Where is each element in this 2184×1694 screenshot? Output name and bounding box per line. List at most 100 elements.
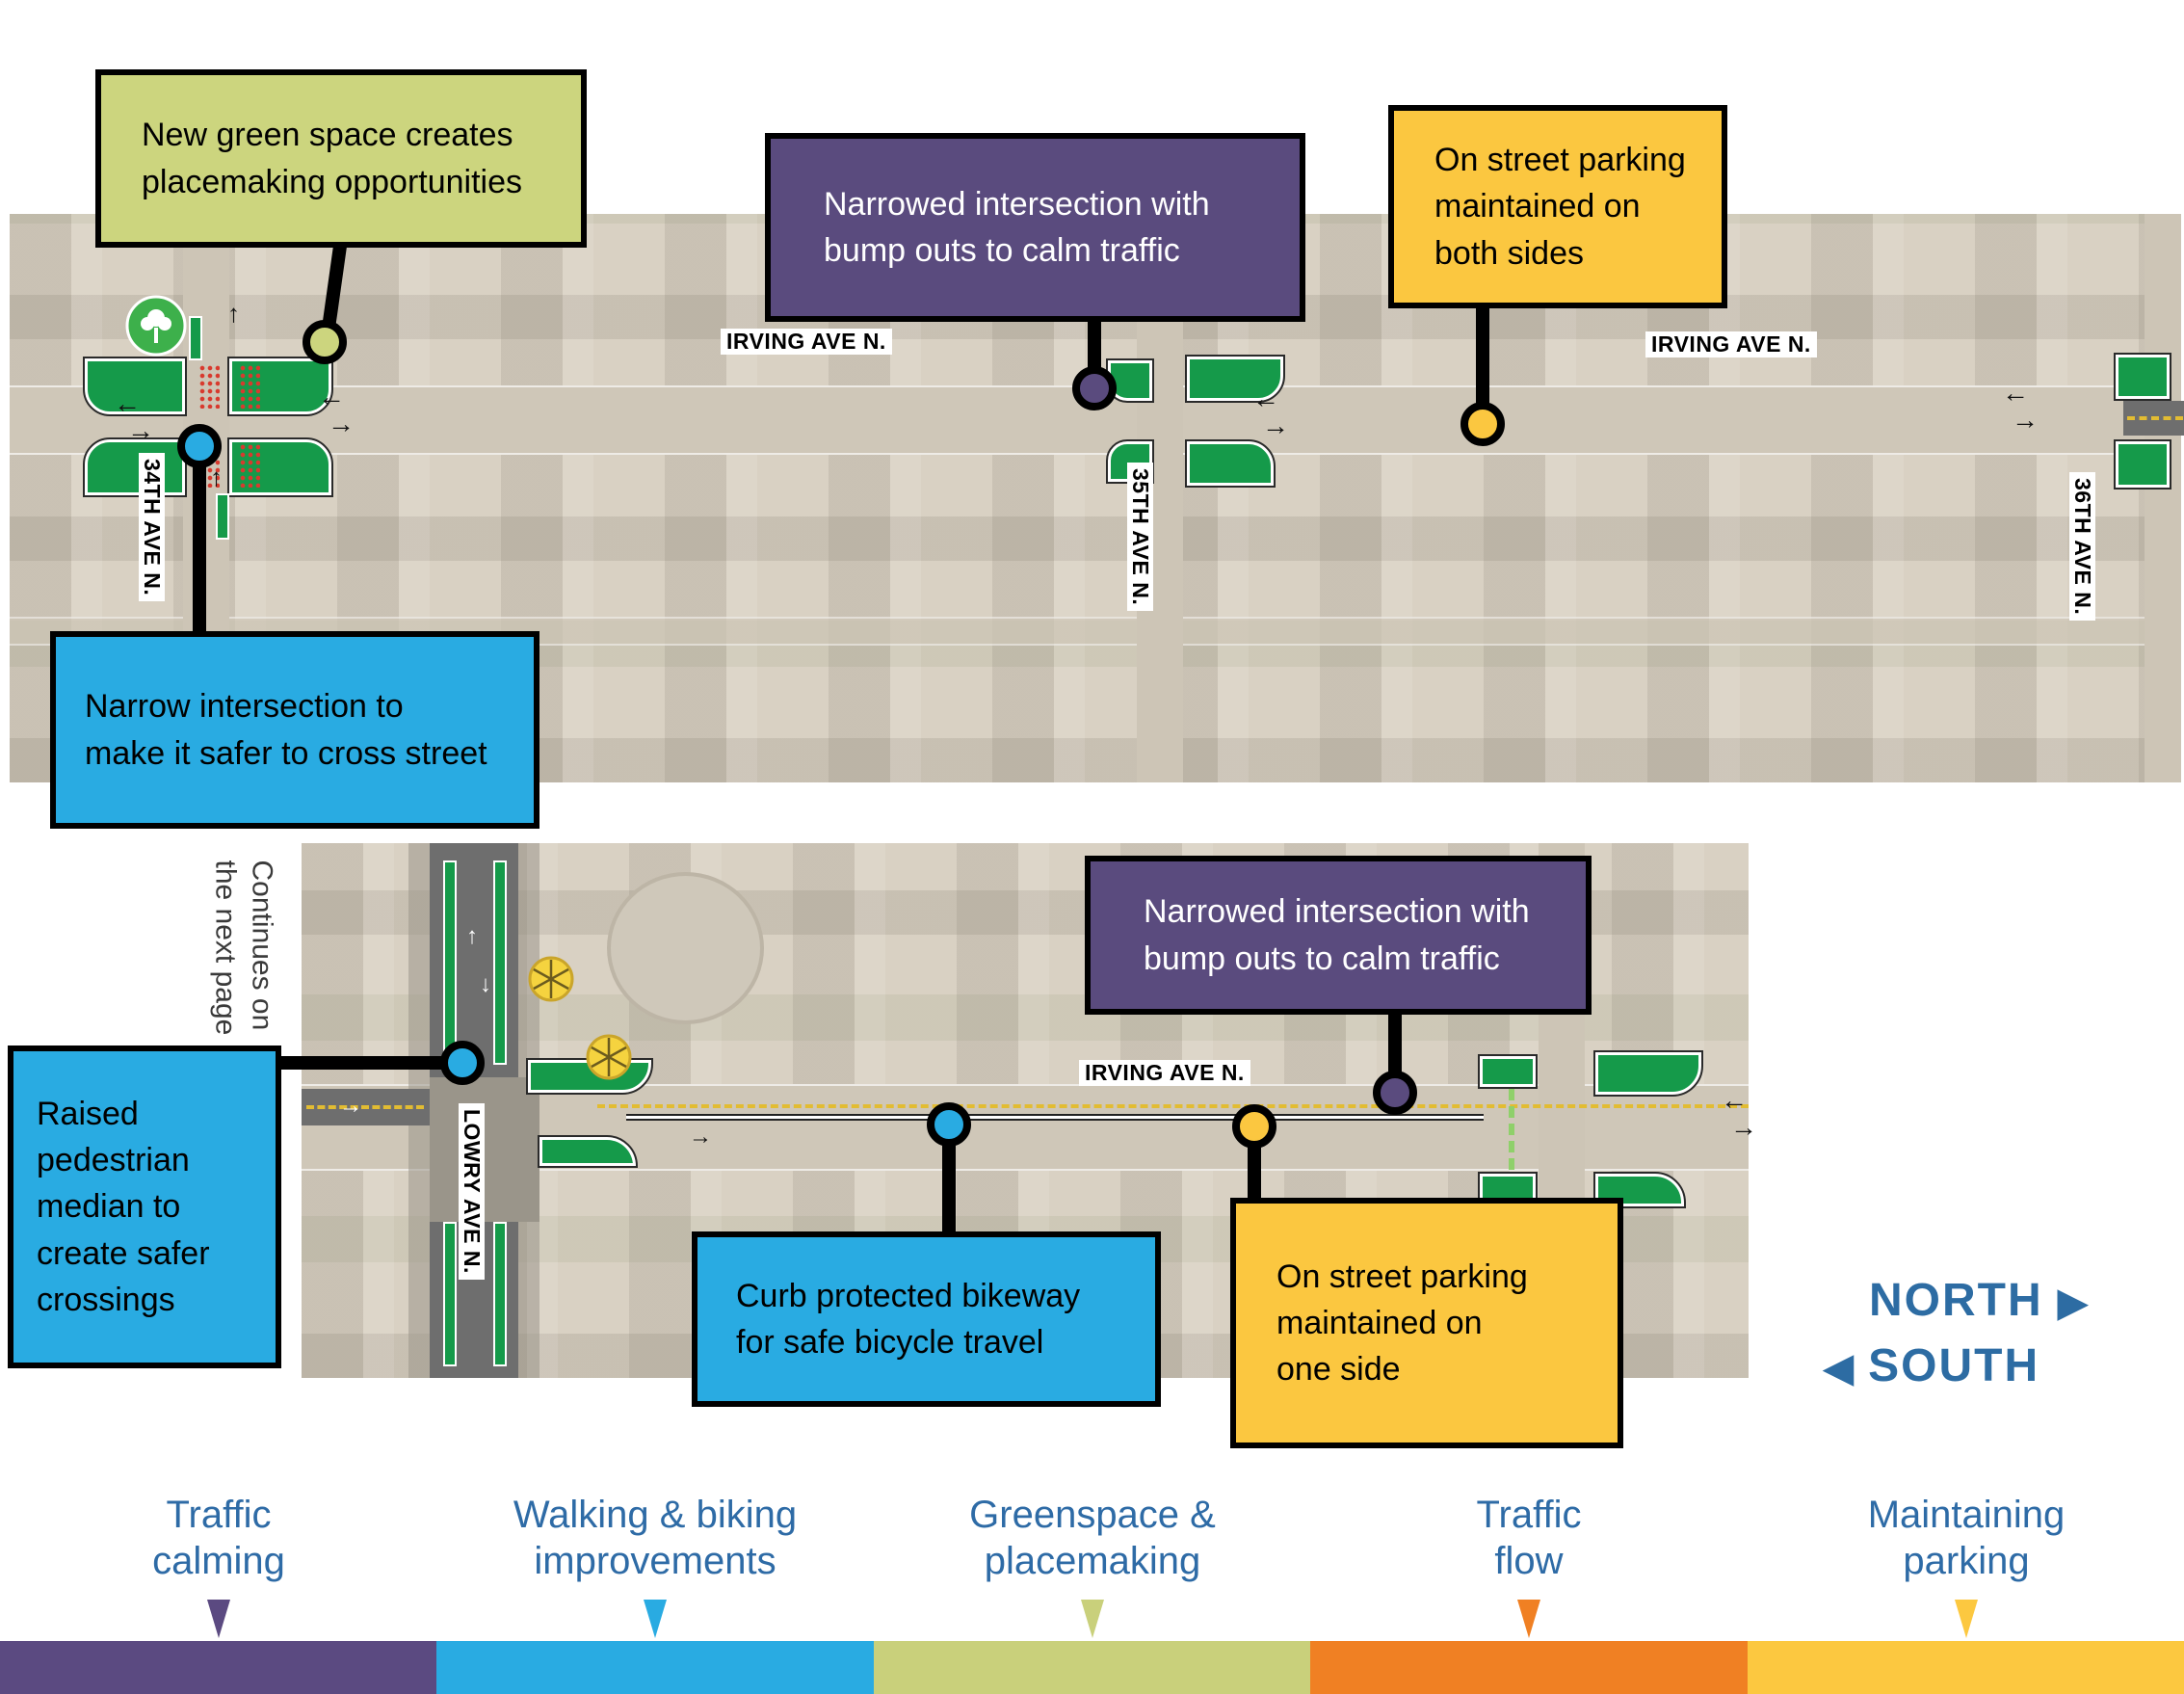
greenspace-callout-dot <box>303 320 347 364</box>
south-pointer-icon: ◀ <box>1824 1347 1854 1390</box>
legend-marker-icon <box>1955 1600 1978 1638</box>
bumpout-green <box>83 437 187 497</box>
bar-segment-traffic-calming <box>0 1641 437 1694</box>
bumpout-green <box>1185 355 1285 403</box>
callout-connector <box>277 1056 451 1070</box>
down-arrow-icon: ↓ <box>480 971 491 997</box>
callout-text: Curb protected bikeway for safe bicycle … <box>736 1277 1081 1361</box>
legend-label: Traffic flow <box>1476 1494 1582 1582</box>
callout-connector <box>942 1141 956 1237</box>
bumpout-green <box>1478 1054 1538 1089</box>
right-arrow-icon: → <box>1730 1112 1757 1142</box>
legend-item-traffic-flow: Traffic flow <box>1346 1492 1712 1638</box>
lowry-median-green <box>493 1222 507 1366</box>
parking-callout-dot <box>1232 1104 1276 1149</box>
legend-item-greenspace: Greenspace & placemaking <box>909 1492 1276 1638</box>
crosswalk-red-dots <box>198 364 220 409</box>
callout-parking-both-sides: On street parking maintained on both sid… <box>1388 105 1727 308</box>
bumpout-green <box>1185 439 1276 488</box>
compass-north-label: NORTH <box>1869 1275 2043 1326</box>
callout-text: Narrowed intersection with bump outs to … <box>824 185 1210 269</box>
callout-raised-median: Raised pedestrian median to create safer… <box>8 1046 281 1368</box>
signal-icon <box>586 1034 632 1085</box>
center-line <box>2127 416 2183 420</box>
callout-green-space: New green space creates placemaking oppo… <box>95 69 587 248</box>
compass-south-label: SOUTH <box>1868 1340 2040 1391</box>
legend-marker-icon <box>207 1600 230 1638</box>
bumpout-green <box>2114 353 2171 401</box>
callout-text: New green space creates placemaking oppo… <box>142 117 523 200</box>
legend-color-bar <box>0 1641 2184 1694</box>
bumpout-green <box>2114 439 2171 490</box>
legend-marker-icon <box>1517 1600 1540 1638</box>
crosswalk-red-dots <box>239 364 260 409</box>
left-arrow-icon: ← <box>114 388 141 418</box>
left-arrow-icon: ← <box>318 382 345 411</box>
left-arrow-icon: ← <box>2002 378 2029 408</box>
traffic-calming-callout-dot <box>1373 1071 1417 1115</box>
center-line <box>597 1104 1749 1108</box>
street-label-35th: 35TH AVE N. <box>1127 463 1153 612</box>
legend-item-traffic-calming: Traffic calming <box>36 1492 402 1638</box>
bar-segment-greenspace <box>873 1641 1311 1694</box>
right-arrow-icon: → <box>328 409 355 438</box>
callout-connector <box>1388 1010 1402 1079</box>
callout-text: On street parking maintained on both sid… <box>1434 142 1686 272</box>
parking-callout-dot <box>1460 402 1505 446</box>
street-label-36th: 36TH AVE N. <box>2069 472 2095 622</box>
bar-segment-walking-biking <box>436 1641 874 1694</box>
up-arrow-icon: ↑ <box>210 463 223 491</box>
north-pointer-icon: ▶ <box>2058 1282 2088 1324</box>
callout-connector <box>1476 304 1489 409</box>
walking-callout-dot <box>177 424 222 468</box>
right-arrow-icon: → <box>1262 410 1289 440</box>
legend-item-walking-biking: Walking & biking improvements <box>472 1492 838 1638</box>
up-arrow-icon: ↑ <box>466 923 478 949</box>
right-arrow-icon: → <box>689 1124 712 1150</box>
signal-icon <box>528 956 574 1007</box>
left-arrow-icon: ← <box>1252 384 1279 413</box>
street-label-34th: 34TH AVE N. <box>139 453 165 602</box>
callout-narrowed-intersection-top: Narrowed intersection with bump outs to … <box>765 133 1305 322</box>
walking-callout-dot <box>927 1102 971 1147</box>
callout-narrow-intersection: Narrow intersection to make it safer to … <box>50 631 539 829</box>
callout-text: Narrowed intersection with bump outs to … <box>1144 893 1530 977</box>
walking-callout-dot <box>440 1041 485 1085</box>
lowry-median-green <box>443 860 457 1065</box>
legend-marker-icon <box>1081 1600 1104 1638</box>
right-arrow-icon: → <box>2012 405 2039 435</box>
callout-narrowed-intersection-bottom: Narrowed intersection with bump outs to … <box>1085 856 1592 1015</box>
bar-segment-maintaining-parking <box>1747 1641 2184 1694</box>
callout-connector <box>193 463 206 636</box>
round-building <box>607 872 764 1024</box>
legend-label: Walking & biking improvements <box>513 1494 798 1582</box>
callout-parking-one-side: On street parking maintained on one side <box>1230 1198 1623 1448</box>
median-green <box>189 316 202 360</box>
legend-item-maintaining-parking: Maintaining parking <box>1783 1492 2149 1638</box>
callout-curb-bikeway: Curb protected bikeway for safe bicycle … <box>692 1231 1161 1407</box>
legend-label: Greenspace & placemaking <box>969 1494 1216 1582</box>
center-line <box>306 1105 424 1109</box>
left-arrow-icon: ← <box>1721 1085 1748 1115</box>
legend-label: Maintaining parking <box>1867 1494 2066 1582</box>
callout-text: Narrow intersection to make it safer to … <box>85 688 487 772</box>
bumpout-green <box>538 1135 638 1168</box>
callout-connector <box>1088 318 1101 378</box>
median-green <box>216 493 229 540</box>
lowry-median-green <box>443 1222 457 1366</box>
callout-text: On street parking maintained on one side <box>1276 1257 1528 1389</box>
right-arrow-icon: → <box>127 415 154 445</box>
right-arrow-icon: → <box>339 1093 362 1119</box>
callout-connector <box>1248 1143 1261 1203</box>
callout-text: Raised pedestrian median to create safer… <box>37 1095 210 1318</box>
bar-segment-traffic-flow <box>1310 1641 1748 1694</box>
bumpout-green <box>83 357 187 416</box>
street-label-irving: IRVING AVE N. <box>721 329 892 355</box>
legend-label: Traffic calming <box>152 1494 285 1582</box>
36th-ave-road <box>2145 214 2181 782</box>
traffic-calming-callout-dot <box>1072 366 1117 410</box>
up-arrow-icon: ↑ <box>227 299 240 328</box>
compass-north: NORTH ▶ <box>1869 1274 2088 1327</box>
tree-icon <box>125 295 187 361</box>
